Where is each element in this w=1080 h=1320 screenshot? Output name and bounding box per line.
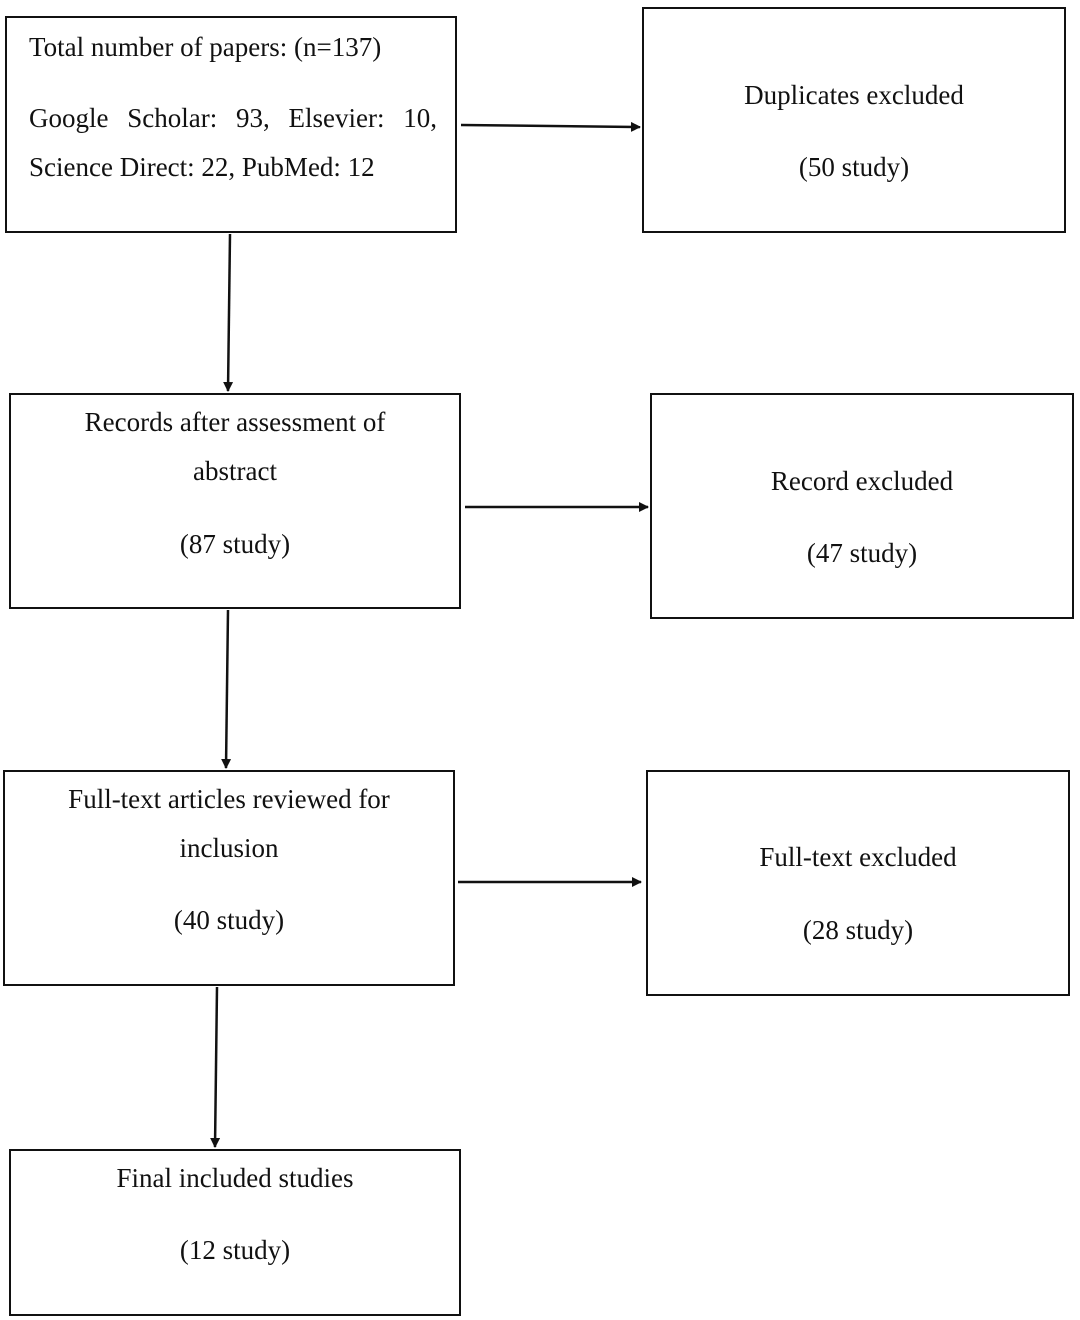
sources-row-1-word: Scholar: xyxy=(127,103,218,133)
records-after-abstract-count: (87 study) xyxy=(179,529,291,559)
fulltext-excluded-count: (28 study) xyxy=(802,915,914,945)
record-excluded-count: (47 study) xyxy=(806,538,918,568)
sources-row-1-word: Elsevier: xyxy=(288,103,385,133)
fulltext-excluded-box: Full-text excluded (28 study) xyxy=(646,770,1070,996)
arrow-total-to-duplicates xyxy=(460,121,641,132)
final-included-box: Final included studies (12 study) xyxy=(9,1149,461,1316)
fulltext-reviewed-count: (40 study) xyxy=(173,905,285,935)
record-excluded-title: Record excluded xyxy=(770,466,954,496)
records-after-abstract-box: Records after assessment of abstract (87… xyxy=(9,393,461,609)
record-excluded-box: Record excluded (47 study) xyxy=(650,393,1074,619)
total-papers-label: Total number of papers: (n=137) xyxy=(29,32,382,62)
sources-row-1-word: Google xyxy=(29,103,109,133)
fulltext-excluded-title: Full-text excluded xyxy=(759,842,957,872)
fulltext-reviewed-line2: inclusion xyxy=(179,833,279,863)
arrow-fulltext-to-final xyxy=(210,986,221,1148)
arrow-records-to-fulltext xyxy=(221,609,232,769)
duplicates-excluded-box: Duplicates excluded (50 study) xyxy=(642,7,1066,233)
sources-row-1-word: 93, xyxy=(236,103,270,133)
fulltext-reviewed-line1: Full-text articles reviewed for xyxy=(68,784,390,814)
sources-row-1: Google Scholar: 93, Elsevier: 10, xyxy=(29,100,437,136)
total-papers-box: Total number of papers: (n=137) Google S… xyxy=(5,16,457,233)
arrow-total-to-records xyxy=(223,233,234,392)
final-included-count: (12 study) xyxy=(179,1235,291,1265)
sources-row-2: Science Direct: 22, PubMed: 12 xyxy=(29,152,375,182)
fulltext-reviewed-box: Full-text articles reviewed for inclusio… xyxy=(3,770,455,986)
sources-row-1-word: 10, xyxy=(403,103,437,133)
records-after-abstract-line1: Records after assessment of xyxy=(84,407,386,437)
duplicates-excluded-count: (50 study) xyxy=(798,152,910,182)
final-included-title: Final included studies xyxy=(116,1163,354,1193)
duplicates-excluded-title: Duplicates excluded xyxy=(744,80,964,110)
records-after-abstract-line2: abstract xyxy=(193,456,277,486)
